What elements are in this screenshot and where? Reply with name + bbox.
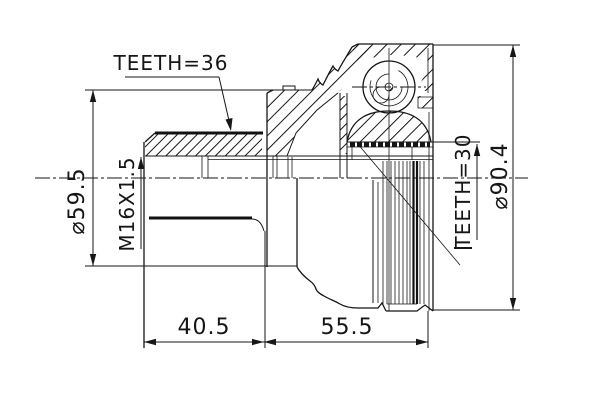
teeth-outer-label: TEETH=36: [113, 51, 229, 75]
teeth-inner-label: TEETH=30: [451, 134, 475, 250]
housing-length-label: 55.5: [321, 315, 374, 340]
label-thread-spec: M16X1.5: [115, 156, 145, 252]
label-teeth-inner: TEETH=30: [356, 134, 481, 266]
bearing-cage: [339, 93, 348, 178]
stem-diameter-label: ⌀59.5: [65, 167, 90, 234]
boot-groove-contour: [296, 178, 387, 312]
stem-length-label: 40.5: [178, 315, 231, 340]
dim-stem-diameter: ⌀59.5: [65, 90, 97, 266]
housing-diameter-label: ⌀90.4: [488, 142, 513, 209]
thread-spec-label: M16X1.5: [115, 156, 139, 251]
stem-thread-section: [85, 216, 297, 348]
dim-lengths: 40.5 55.5: [144, 311, 429, 348]
stem-spline-section: [143, 131, 433, 348]
dim-housing-diameter: ⌀90.4: [433, 44, 520, 311]
inner-race-dome: [346, 110, 480, 160]
label-teeth-outer: TEETH=36: [113, 51, 233, 131]
bell-housing-section: [85, 43, 434, 311]
spline-drum: [372, 146, 434, 312]
